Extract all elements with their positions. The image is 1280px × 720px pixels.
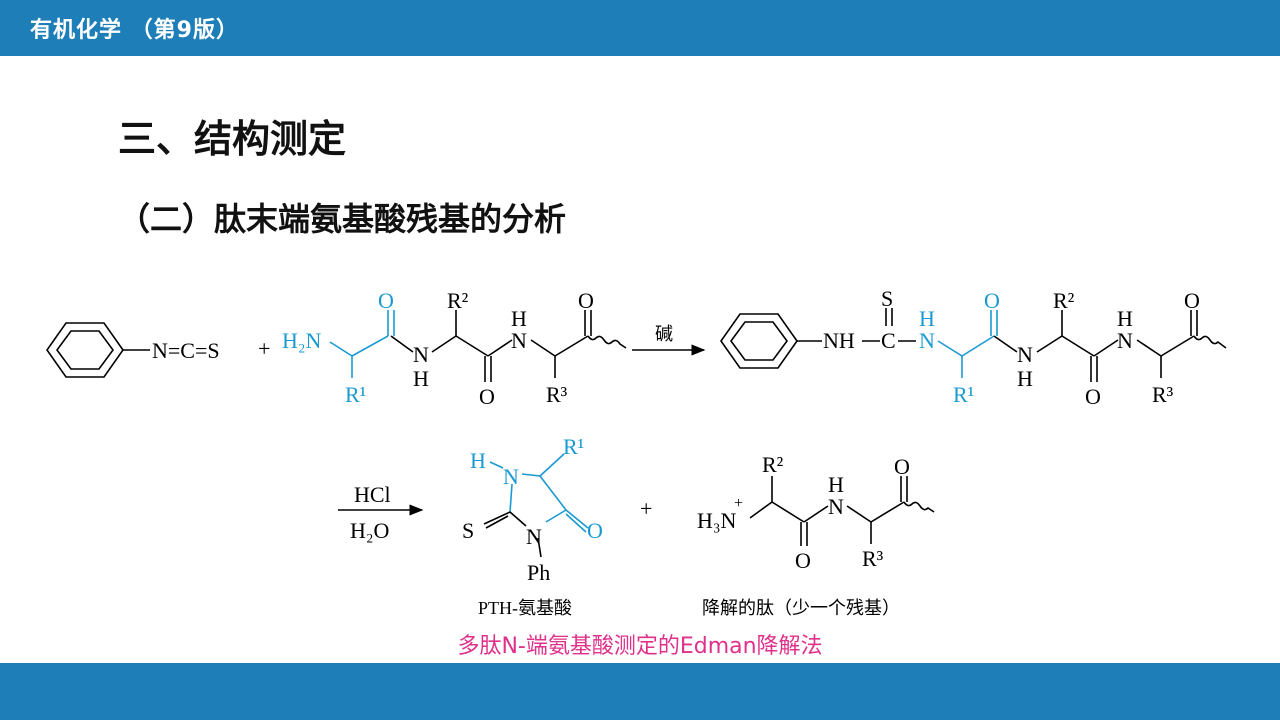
amide-n-2: N (511, 328, 527, 353)
oxygen-6: O (1184, 288, 1200, 313)
h3n-label: H₃N (697, 508, 737, 533)
oxygen-7: O (795, 548, 811, 573)
oxygen-2: O (479, 384, 495, 409)
figure-caption: 多肽N-端氨基酸测定的Edman降解法 (0, 628, 1280, 660)
amide-n-3: N (1017, 342, 1033, 367)
amide-n-4: N (1117, 328, 1133, 353)
oxygen-5: O (1085, 384, 1101, 409)
pth-r1: R¹ (563, 434, 584, 459)
pth-thione-bonds (483, 511, 542, 558)
amide-h-4: H (1117, 306, 1133, 331)
pth-n3: N (526, 524, 542, 549)
isothiocyanate-group: N=C=S (152, 338, 220, 363)
section-title: 三、结构测定 (118, 117, 347, 161)
n-terminal-residue-bonds-2 (937, 310, 998, 378)
oxygen-8: O (894, 454, 910, 479)
peptide-backbone-1 (390, 310, 627, 382)
thiocarbonyl-c: C (881, 328, 896, 353)
hcl-condition: HCl (354, 482, 391, 507)
n-terminal-residue-bonds (329, 310, 395, 378)
amide-h-3: H (1017, 366, 1033, 391)
pth-h: H (470, 448, 486, 473)
peptide-backbone-2 (993, 310, 1227, 382)
h2n-label: H₂N (282, 328, 322, 353)
r2-label-2: R² (1053, 288, 1075, 313)
r1-label: R¹ (345, 382, 366, 407)
r2-label: R² (447, 288, 469, 313)
benzene-ring-2 (720, 313, 822, 369)
amide-h-2: H (511, 306, 527, 331)
pth-oxygen: O (587, 518, 603, 543)
pth-ring-bonds (489, 453, 589, 533)
section-subtitle: （二）肽末端氨基酸残基的分析 (118, 200, 567, 238)
r3-label-2: R³ (1152, 382, 1174, 407)
nh-label: NH (823, 328, 855, 353)
highlight-h: H (919, 306, 935, 331)
plus-sign-2: + (640, 496, 652, 521)
oxygen-1: O (378, 288, 394, 313)
r3-label-3: R³ (862, 546, 884, 571)
r3-label: R³ (546, 382, 568, 407)
phenyl-label: Ph (527, 560, 550, 585)
top-bar: 有机化学 （第9版） (0, 0, 1280, 56)
degraded-peptide-label: 降解的肽（少一个残基） (702, 598, 900, 618)
amide-n-5: N (828, 494, 844, 519)
plus-sign: + (258, 336, 270, 361)
course-title: 有机化学 （第9版） (30, 18, 239, 43)
oxygen-3: O (578, 288, 594, 313)
benzene-ring-1 (46, 322, 150, 378)
r1-label-2: R¹ (953, 382, 974, 407)
pth-amino-acid-label: PTH-氨基酸 (478, 598, 572, 618)
caption-text: 多肽N-端氨基酸测定的Edman降解法 (457, 634, 823, 659)
amide-h-1: H (413, 366, 429, 391)
sulfur-1: S (881, 286, 893, 311)
positive-charge: + (734, 495, 743, 512)
oxygen-4: O (984, 288, 1000, 313)
r2-label-3: R² (762, 452, 784, 477)
pth-sulfur: S (462, 518, 474, 543)
edman-reaction-scheme: N=C=S + H₂N O R¹ R² N H O H N R³ O 碱 (46, 286, 1227, 618)
pth-n1: N (503, 464, 519, 489)
amide-n-1: N (413, 342, 429, 367)
degraded-peptide-bonds (749, 476, 935, 546)
base-condition: 碱 (655, 324, 673, 344)
amide-h-5: H (828, 472, 844, 497)
highlight-n: N (919, 328, 935, 353)
bottom-bar (0, 663, 1280, 720)
h2o-condition: H₂O (350, 518, 389, 543)
